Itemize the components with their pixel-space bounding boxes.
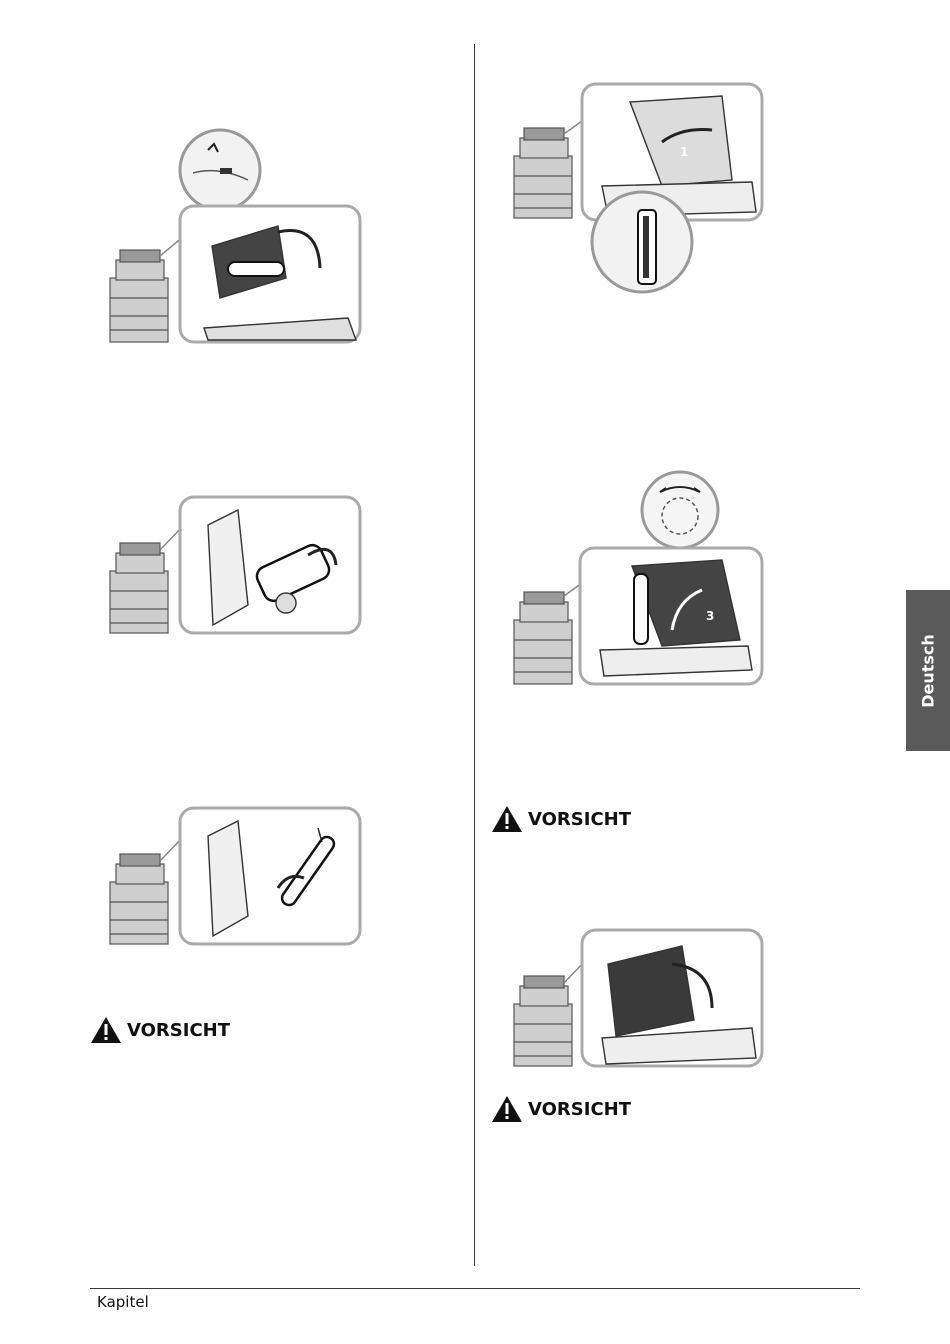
- printer-icon: [110, 854, 168, 944]
- caution-label: VORSICHT: [127, 1020, 230, 1041]
- caution-heading-right-1: VORSICHT: [491, 805, 631, 833]
- footer-chapter-label: Kapitel: [97, 1293, 149, 1311]
- language-tab-label: Deutsch: [919, 634, 938, 708]
- column-divider: [474, 44, 475, 1266]
- warning-triangle-icon: [491, 805, 523, 833]
- printer-icon: [110, 543, 168, 633]
- illustration-feed-roller-removal: [108, 495, 368, 637]
- illustration-close-feeder-cover: [512, 928, 768, 1070]
- printer-icon: [514, 592, 572, 684]
- footer-rule: [90, 1288, 860, 1289]
- language-side-tab[interactable]: Deutsch: [906, 590, 950, 751]
- caution-heading-right-2: VORSICHT: [491, 1095, 631, 1123]
- illustration-feeder-glass-cleaning: 3: [512, 470, 768, 690]
- figure-step-number: 3: [706, 609, 714, 623]
- warning-triangle-icon: [90, 1016, 122, 1044]
- printer-icon: [514, 976, 572, 1066]
- printer-icon: [514, 128, 572, 218]
- printer-icon: [110, 250, 168, 342]
- caution-heading-left: VORSICHT: [90, 1016, 230, 1044]
- warning-triangle-icon: [491, 1095, 523, 1123]
- illustration-open-feeder-cover: [108, 128, 368, 346]
- caution-label: VORSICHT: [528, 809, 631, 830]
- caution-label: VORSICHT: [528, 1099, 631, 1120]
- illustration-clean-feeder-strip: [108, 806, 368, 948]
- figure-step-number: 1: [680, 145, 688, 159]
- illustration-open-document-feeder: 1: [512, 82, 768, 296]
